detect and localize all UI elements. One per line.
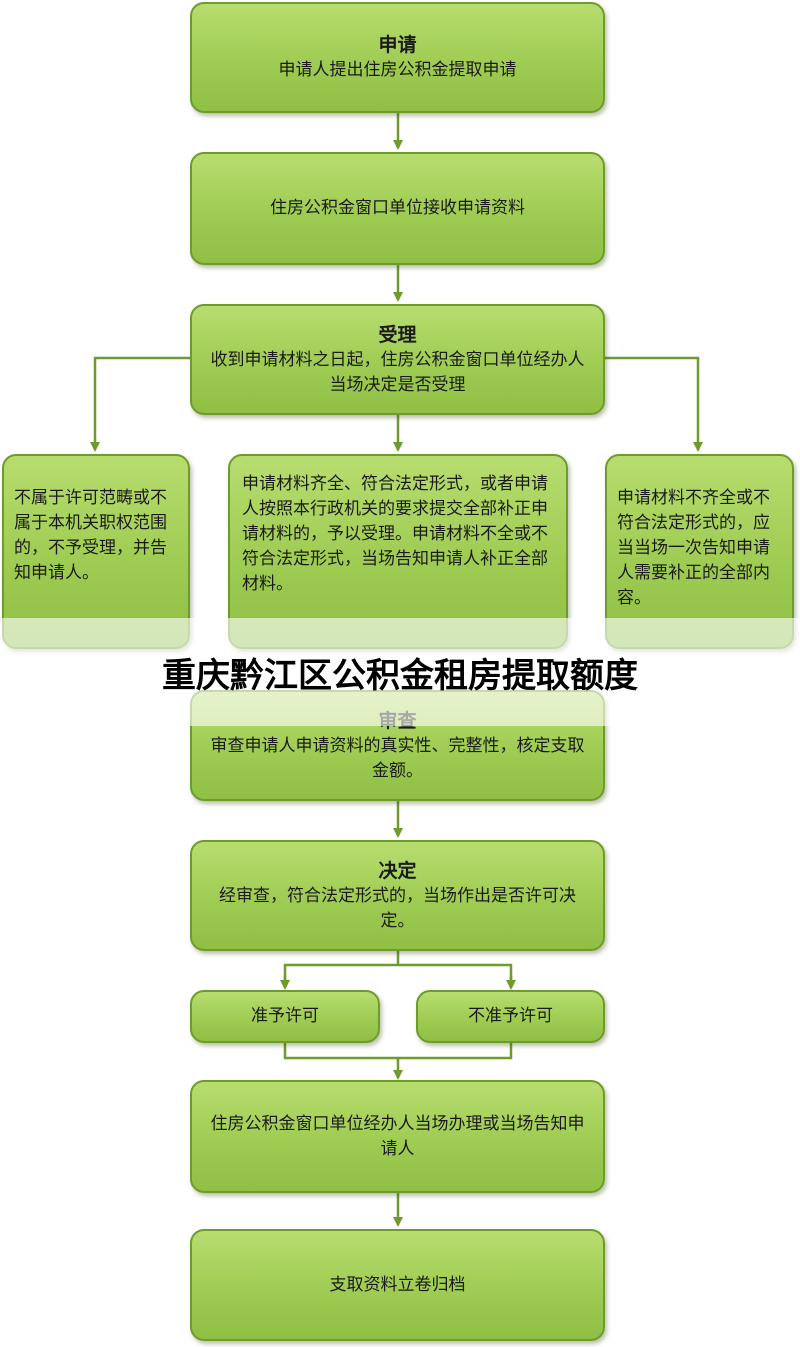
arrow-accept-to-left	[90, 356, 190, 452]
step-decide-text: 经审查，符合法定形式的，当场作出是否许可决定。	[219, 885, 576, 931]
outcome-deny-text: 不准予许可	[468, 1006, 553, 1026]
step-decide: 决定 经审查，符合法定形式的，当场作出是否许可决定。	[190, 840, 605, 951]
arrow-accept-to-right	[605, 356, 703, 452]
outcome-grant-text: 准予许可	[251, 1006, 319, 1026]
arrow-branches-to-handle	[283, 1043, 513, 1078]
step-apply-text: 申请人提出住房公积金提取申请	[278, 60, 517, 80]
step-accept-title: 受理	[378, 323, 417, 346]
step-handle-text: 住房公积金窗口单位经办人当场办理或当场告知申请人	[210, 1113, 585, 1159]
step-receive-text: 住房公积金窗口单位接收申请资料	[270, 198, 525, 218]
step-accept: 受理 收到申请材料之日起，住房公积金窗口单位经办人当场决定是否受理	[190, 304, 605, 415]
branch-reject-scope-text: 不属于许可范畴或不属于本机关职权范围的，不予受理，并告知申请人。	[14, 488, 167, 583]
branch-accept-materials-text: 申请材料齐全、符合法定形式，或者申请人按照本行政机关的要求提交全部补正申请材料的…	[242, 474, 548, 594]
step-archive-text: 支取资料立卷归档	[329, 1274, 466, 1295]
step-accept-text: 收到申请材料之日起，住房公积金窗口单位经办人当场决定是否受理	[210, 349, 585, 395]
title-banner	[0, 618, 800, 726]
step-review-text: 审查申请人申请资料的真实性、完整性，核定支取金额。	[210, 735, 585, 781]
branch-accept-materials: 申请材料齐全、符合法定形式，或者申请人按照本行政机关的要求提交全部补正申请材料的…	[228, 454, 568, 649]
outcome-deny: 不准予许可	[416, 990, 605, 1043]
step-apply: 申请 申请人提出住房公积金提取申请	[190, 2, 605, 113]
step-archive: 支取资料立卷归档	[190, 1229, 605, 1341]
step-apply-title: 申请	[378, 34, 417, 56]
branch-reject-scope: 不属于许可范畴或不属于本机关职权范围的，不予受理，并告知申请人。	[2, 454, 190, 649]
step-receive: 住房公积金窗口单位接收申请资料	[190, 152, 605, 265]
banner-title: 重庆黔江区公积金租房提取额度	[162, 656, 638, 696]
outcome-grant: 准予许可	[190, 990, 380, 1043]
step-handle: 住房公积金窗口单位经办人当场办理或当场告知申请人	[190, 1080, 605, 1193]
branch-incomplete-materials: 申请材料不齐全或不符合法定形式的，应当当场一次告知申请人需要补正的全部内容。	[605, 454, 794, 649]
step-decide-title: 决定	[378, 859, 417, 882]
arrow-decide-to-branches	[283, 951, 513, 985]
branch-incomplete-materials-text: 申请材料不齐全或不符合法定形式的，应当当场一次告知申请人需要补正的全部内容。	[617, 488, 770, 608]
